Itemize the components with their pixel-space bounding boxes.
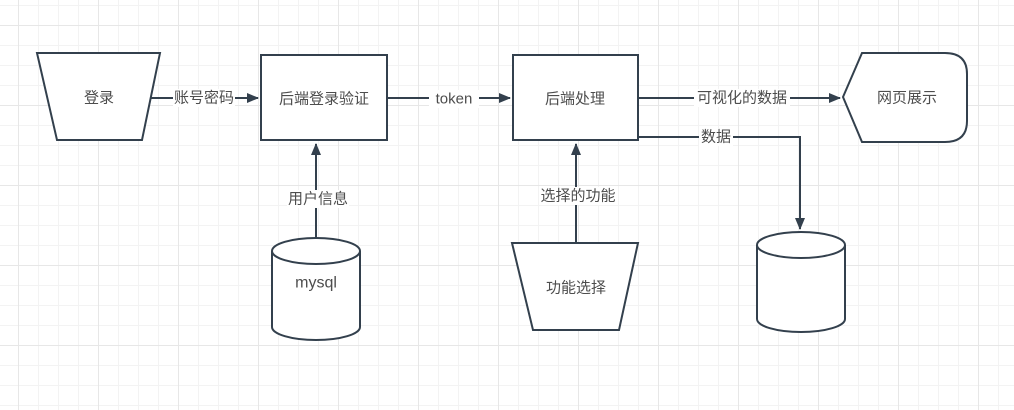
account-password-label-bg xyxy=(173,89,235,107)
function-select-trapezoid-shape[interactable] xyxy=(510,242,640,331)
backend-login-verify-label: 后端登录验证 xyxy=(279,91,369,108)
edge-label-token[interactable]: token xyxy=(429,90,479,108)
mysql-label: mysql xyxy=(295,275,337,292)
backend-process-label: 后端处理 xyxy=(545,91,605,108)
node-backend-login-verify[interactable]: 后端登录验证 xyxy=(260,54,388,141)
edge-label-selected-function[interactable]: 选择的功能 xyxy=(540,187,617,205)
mysql-cylinder-top-arc xyxy=(271,250,361,265)
token-label-bg xyxy=(429,90,479,108)
edge-data[interactable] xyxy=(638,136,805,230)
edge-label-data[interactable]: 数据 xyxy=(699,128,733,146)
result-db-cylinder-shape[interactable] xyxy=(756,231,846,333)
edge-label-visualized-data[interactable]: 可视化的数据 xyxy=(694,89,790,107)
data-label-bg xyxy=(699,128,733,146)
selected-function-label: 选择的功能 xyxy=(540,188,615,205)
login-label: 登录 xyxy=(84,90,114,107)
user-info-label: 用户信息 xyxy=(288,191,348,208)
web-display-shape[interactable] xyxy=(841,52,968,143)
node-web-display[interactable]: 网页展示 xyxy=(841,52,968,143)
visualized-data-label-bg xyxy=(694,89,790,107)
login-trapezoid-shape[interactable] xyxy=(35,52,162,141)
account-password-label: 账号密码 xyxy=(174,90,234,107)
function-select-label: 功能选择 xyxy=(546,280,606,297)
backend-process-rect-shape[interactable] xyxy=(512,54,639,141)
mysql-cylinder-shape[interactable] xyxy=(271,237,361,341)
backend-login-verify-rect-shape[interactable] xyxy=(260,54,388,141)
selected-function-label-bg xyxy=(540,187,617,205)
result-db-cylinder-top-arc xyxy=(756,244,846,259)
node-login[interactable]: 登录 xyxy=(35,52,162,141)
node-function-select[interactable]: 功能选择 xyxy=(510,242,640,331)
edge-label-account-password[interactable]: 账号密码 xyxy=(173,89,235,107)
token-label: token xyxy=(436,91,473,108)
web-display-label: 网页展示 xyxy=(877,90,937,107)
visualized-data-label: 可视化的数据 xyxy=(697,90,787,107)
data-label: 数据 xyxy=(701,129,731,146)
node-result-database[interactable] xyxy=(756,231,846,333)
user-info-label-bg xyxy=(287,190,349,208)
data-connector[interactable] xyxy=(638,136,805,230)
node-backend-process[interactable]: 后端处理 xyxy=(512,54,639,141)
node-mysql-database[interactable]: mysql xyxy=(271,237,361,341)
edge-label-user-info[interactable]: 用户信息 xyxy=(287,190,349,208)
